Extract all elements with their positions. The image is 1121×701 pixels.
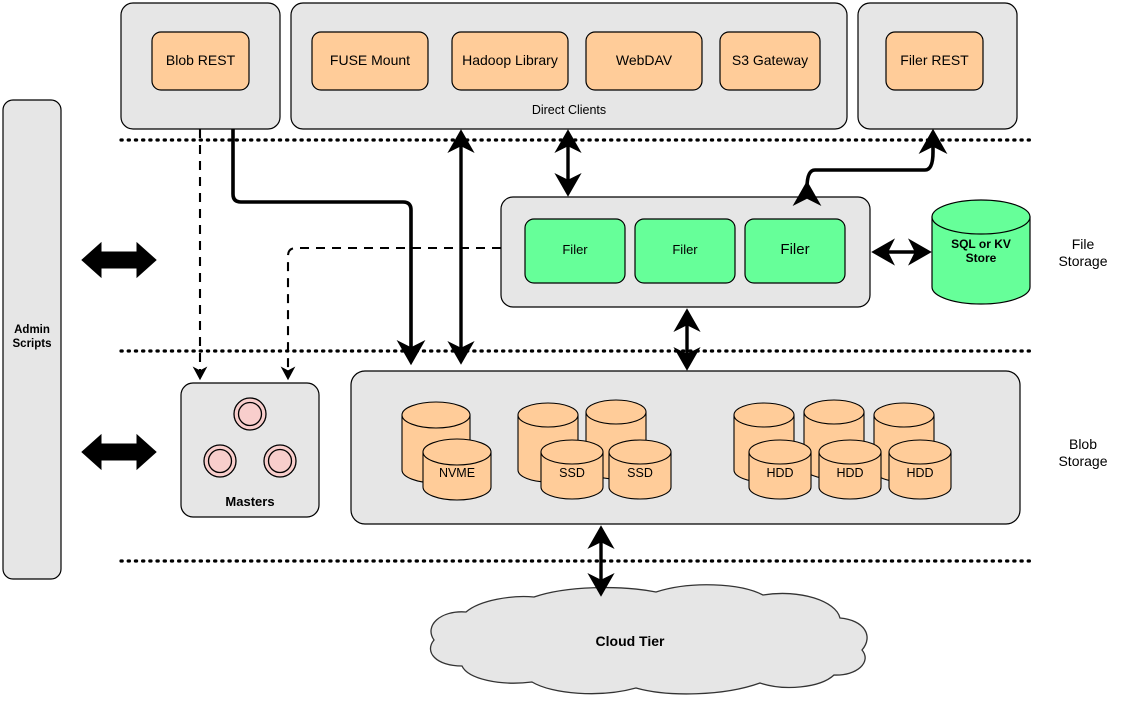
volume-hdd-1[interactable] [748, 439, 812, 500]
chip-webdav[interactable] [585, 31, 703, 91]
admin-scripts-label: Admin Scripts [3, 324, 61, 352]
chip-hadoop-library-label: Hadoop Library [462, 52, 558, 68]
admin-scripts-label-line2: Scripts [12, 337, 52, 350]
chip-fuse-mount[interactable] [311, 31, 429, 91]
volume-hdd-2-label: HDD [836, 466, 864, 480]
metadata-store-label: SQL or KV Store [932, 237, 1030, 266]
admin-scripts-box [2, 99, 62, 580]
master-node-3[interactable] [263, 444, 297, 478]
volume-hdd-2[interactable] [818, 439, 882, 500]
volume-nvme-label: NVME [438, 466, 476, 480]
volume-ssd-1-label: SSD [559, 466, 585, 480]
masters-box [180, 382, 320, 518]
chip-blob-rest[interactable] [151, 31, 250, 91]
chip-hadoop-library[interactable] [451, 31, 569, 91]
chip-filer-rest[interactable] [885, 31, 984, 91]
file-storage-band-line2: Storage [1058, 252, 1108, 269]
metadata-store-cylinder[interactable] [931, 199, 1031, 305]
blob-storage-band-label: Blob Storage [1046, 436, 1120, 470]
chip-s3-gateway-label: S3 Gateway [731, 52, 809, 68]
metadata-store-label-line1: SQL or KV [951, 237, 1011, 251]
direct-clients-caption: Direct Clients [531, 103, 607, 117]
connector-blob-rest-to-volumes [231, 129, 426, 366]
chip-webdav-label: WebDAV [615, 52, 673, 68]
connector-filer-rest-to-filers [792, 128, 948, 207]
chip-s3-gateway[interactable] [719, 31, 821, 91]
admin-to-blob-storage-arrow [81, 433, 157, 471]
volume-hdd-3[interactable] [888, 439, 952, 500]
blob-storage-band-line1: Blob [1068, 436, 1098, 452]
chip-fuse-mount-label: FUSE Mount [329, 52, 411, 68]
filer-node-1[interactable] [524, 218, 626, 284]
file-storage-band-line1: File [1071, 236, 1095, 252]
cloud-tier-shape[interactable] [429, 584, 868, 695]
admin-scripts-label-line1: Admin [14, 324, 50, 336]
chip-filer-rest-label: Filer REST [900, 52, 969, 68]
master-node-2[interactable] [203, 444, 237, 478]
volume-nvme[interactable] [422, 438, 492, 501]
admin-to-file-storage-arrow [81, 241, 157, 279]
connector-filers-to-masters [280, 246, 501, 381]
filer-node-1-label: Filer [562, 242, 588, 257]
blob-storage-band-line2: Storage [1058, 452, 1108, 469]
filer-node-2[interactable] [634, 218, 736, 284]
volume-hdd-3-label: HDD [906, 466, 934, 480]
direct-clients-group [290, 2, 848, 130]
master-node-1[interactable] [233, 397, 267, 431]
volume-ssd-2[interactable] [608, 439, 672, 500]
metadata-store-label-line2: Store [965, 251, 997, 266]
masters-label: Masters [225, 494, 275, 509]
volume-ssd-1[interactable] [540, 439, 604, 500]
filer-node-2-label: Filer [672, 242, 698, 257]
cloud-tier-label: Cloud Tier [595, 633, 665, 649]
filer-node-3-label: Filer [780, 241, 810, 258]
chip-blob-rest-label: Blob REST [165, 52, 236, 68]
volume-hdd-1-label: HDD [766, 466, 794, 480]
volume-ssd-2-label: SSD [627, 466, 653, 480]
file-storage-band-label: File Storage [1046, 236, 1120, 270]
filer-node-3[interactable] [744, 218, 846, 284]
